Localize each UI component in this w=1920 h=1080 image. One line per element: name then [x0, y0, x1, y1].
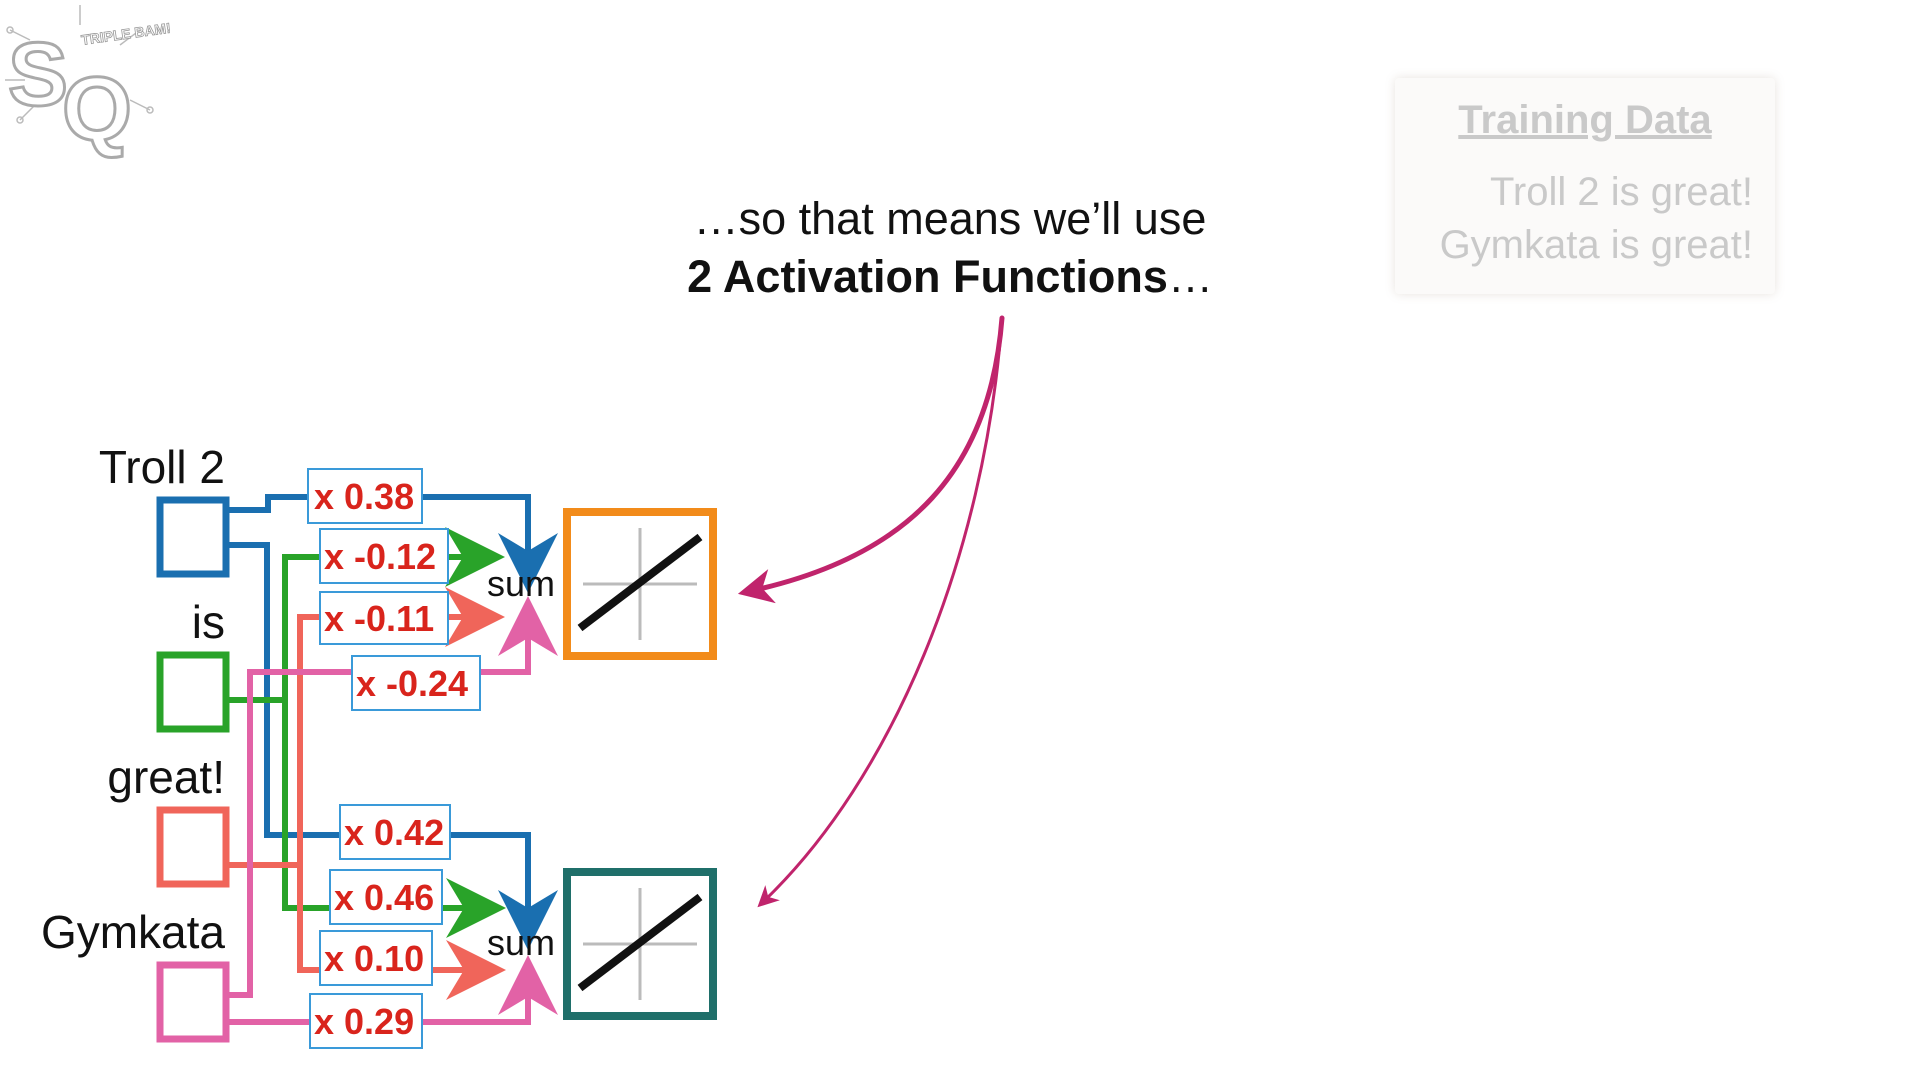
weight-box-top-4 [351, 655, 481, 711]
activation-box-top [563, 508, 717, 660]
training-line-2: Gymkata is great! [1439, 223, 1753, 267]
svg-text:S: S [8, 25, 68, 125]
input-label-troll2: Troll 2 [99, 441, 225, 493]
weight-top-1: x 0.38 [314, 476, 414, 517]
weight-box-top-3 [319, 591, 449, 645]
pointer-arrow-bottom [757, 316, 1004, 908]
weight-top-2: x -0.12 [324, 536, 436, 577]
caption-line-2-tail: … [1167, 251, 1213, 302]
input-box-is [156, 651, 230, 733]
statquest-logo: S Q TRIPLE BAM!! [0, 0, 177, 165]
training-line-1: Troll 2 is great! [1489, 170, 1753, 214]
svg-text:Q: Q [62, 60, 132, 160]
input-label-is: is [192, 596, 225, 648]
weight-top-4: x -0.24 [356, 663, 468, 704]
pointer-arrow-top [737, 315, 1005, 604]
caption: …so that means we’ll use 2 Activation Fu… [640, 190, 1260, 306]
input-box-troll2 [156, 496, 230, 578]
caption-line-1: …so that means we’ll use [693, 193, 1207, 244]
weight-bottom-4: x 0.29 [314, 1001, 414, 1042]
sum-label-top: sum [487, 563, 555, 604]
weight-top-3: x -0.11 [324, 598, 434, 639]
weight-bottom-1: x 0.42 [344, 812, 444, 853]
activation-box-bottom [563, 868, 717, 1020]
weight-box-top-1 [307, 468, 423, 524]
training-data-card: Training Data Troll 2 is great! Gymkata … [1395, 78, 1775, 294]
weight-bottom-2: x 0.46 [334, 877, 434, 918]
weight-box-bottom-3 [319, 930, 433, 986]
training-data-title: Training Data [1458, 98, 1712, 142]
connection-gymkata-top [228, 596, 558, 998]
input-label-gymkata: Gymkata [41, 906, 225, 958]
input-label-great: great! [107, 751, 225, 803]
caption-line-2-bold: 2 Activation Functions [687, 251, 1168, 302]
weight-bottom-3: x 0.10 [324, 938, 424, 979]
input-box-great [156, 806, 230, 888]
sum-label-bottom: sum [487, 922, 555, 963]
weight-box-bottom-2 [329, 869, 443, 925]
connection-troll2-top [228, 494, 558, 593]
weight-box-top-2 [319, 528, 449, 584]
connection-troll2-bottom [228, 542, 558, 950]
weight-box-bottom-4 [309, 993, 423, 1049]
input-box-gymkata [156, 961, 230, 1043]
weight-box-bottom-1 [339, 804, 451, 860]
